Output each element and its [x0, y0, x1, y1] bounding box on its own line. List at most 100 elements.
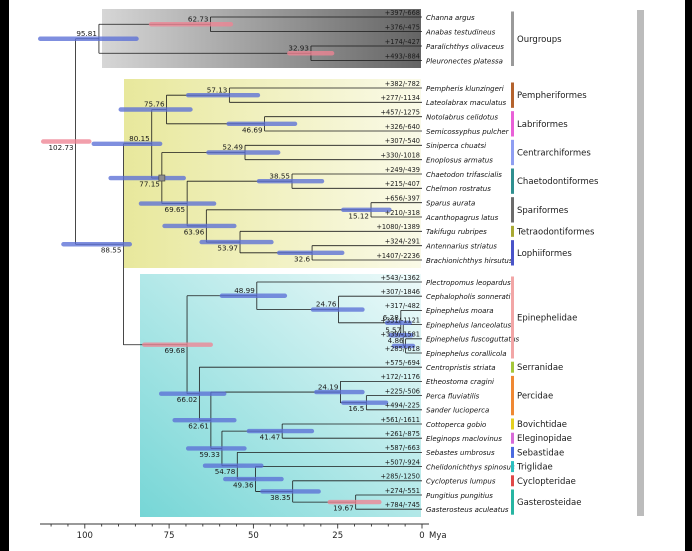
hpd-bar-blue: [206, 150, 281, 155]
right-sidebar-bar: [637, 10, 644, 516]
node-age-label: 38.55: [269, 171, 290, 180]
hpd-bar-red: [327, 499, 382, 505]
gainloss-label: +174/-427: [385, 38, 420, 46]
gainloss-label: +784/-745: [385, 501, 420, 509]
hpd-bar-blue: [118, 107, 193, 112]
species-label: Cyclopterus lumpus: [426, 478, 496, 486]
species-label: Sparus aurata: [426, 199, 475, 207]
species-label: Cottoperca gobio: [426, 421, 486, 429]
gainloss-label: +587/-663: [385, 444, 420, 452]
gainloss-label: +307/-1846: [381, 288, 421, 296]
node-age-label: 102.73: [48, 143, 73, 152]
species-label: Enoplosus armatus: [426, 156, 493, 164]
calibration-marker: [158, 174, 166, 182]
gainloss-label: +274/-551: [385, 487, 420, 495]
species-label: Epinephelus corallicola: [426, 350, 507, 358]
gainloss-label: +261/-875: [385, 430, 420, 438]
hpd-bar-blue: [277, 250, 345, 256]
hpd-bar-blue: [341, 400, 389, 405]
hpd-bar-blue: [223, 476, 284, 482]
group-bar: [511, 375, 514, 416]
species-label: Pungitius pungitius: [426, 492, 493, 500]
axis-tick-label: 75: [164, 531, 175, 541]
species-label: Antennarius striatus: [425, 242, 497, 250]
group-label: Lophiiformes: [517, 249, 572, 259]
group-label: Cyclopteridae: [517, 477, 576, 487]
right-edge-strip: [685, 0, 692, 551]
group-bar: [511, 418, 514, 430]
hpd-bar-blue: [314, 389, 365, 395]
species-label: Eleginops maclovinus: [426, 435, 502, 443]
species-label: Lateolabrax maculatus: [426, 99, 507, 107]
species-label: Epinephelus lanceolatus: [426, 321, 512, 329]
species-label: Acanthopagrus latus: [425, 214, 499, 222]
node-age-label: 75.76: [144, 100, 165, 109]
species-label: Etheostoma cragini: [426, 378, 494, 386]
node-age-label: 48.99: [234, 286, 255, 295]
node-age-label: 63.96: [184, 227, 205, 236]
hpd-bar-blue: [391, 343, 416, 349]
gainloss-label: +317/-482: [385, 302, 420, 310]
gainloss-label: +339/-1581: [381, 331, 421, 339]
species-label: Pleuronectes platessa: [426, 57, 503, 65]
hpd-bar-blue: [341, 207, 392, 213]
axis-unit-label: Mya: [429, 531, 447, 541]
hpd-bar-blue: [246, 428, 315, 434]
node-age-label: 49.36: [233, 481, 254, 490]
hpd-bar-red: [142, 342, 213, 347]
node-age-label: 62.73: [188, 14, 209, 23]
axis-tick-label: 25: [332, 531, 343, 541]
species-label: Siniperca chuatsi: [426, 142, 486, 150]
node-age-label: 32.93: [288, 43, 309, 52]
gainloss-label: +331/-1121: [381, 316, 421, 324]
species-label: Sander lucioperca: [426, 407, 489, 415]
hpd-bar-blue: [199, 239, 274, 245]
species-label: Gasterosteus aculeatus: [426, 506, 509, 514]
node-age-label: 5.57: [385, 325, 401, 334]
node-age-label: 41.47: [260, 433, 281, 442]
species-label: Chelidonichthys spinosus: [426, 463, 515, 471]
node-age-label: 6.28: [383, 313, 399, 322]
group-bar: [511, 489, 514, 515]
gainloss-label: +249/-439: [385, 166, 420, 174]
hpd-bar-blue: [185, 446, 247, 451]
group-bar: [511, 475, 514, 487]
gainloss-label: +543/-1362: [381, 274, 421, 282]
species-label: Semicossyphus pulcher: [426, 128, 510, 136]
hpd-bar-blue: [185, 92, 261, 98]
gainloss-label: +1407/-2236: [376, 252, 420, 260]
group-bar: [511, 111, 514, 137]
group-bar: [511, 11, 514, 66]
outgroup-block: [102, 9, 421, 68]
gainloss-label: +494/-225: [385, 402, 420, 410]
group-bar: [511, 168, 514, 194]
node-age-label: 4.86: [388, 336, 404, 345]
species-label: Anabas testudineus: [425, 28, 496, 36]
node-age-label: 69.65: [165, 205, 186, 214]
gainloss-label: +457/-1275: [381, 108, 421, 116]
species-label: Centropristis striata: [426, 364, 496, 372]
group-bar: [511, 361, 514, 373]
gainloss-label: +1080/-1389: [376, 223, 420, 231]
group-label: Labriformes: [517, 120, 568, 130]
species-label: Perca fluviatilis: [426, 392, 480, 400]
node-age-label: 19.67: [333, 504, 354, 513]
gainloss-label: +575/-694: [385, 359, 420, 367]
gainloss-label: +285/-618: [385, 345, 420, 353]
group-bar: [511, 446, 514, 458]
axis-tick-label: 0: [419, 531, 424, 541]
gainloss-label: +561/-1611: [381, 416, 421, 424]
hpd-bar-blue: [388, 333, 414, 338]
gainloss-label: +307/-540: [385, 137, 420, 145]
hpd-bar-blue: [91, 141, 163, 146]
node-age-label: 57.13: [207, 85, 228, 94]
gainloss-label: +376/-475: [385, 23, 420, 31]
hpd-bar-blue: [384, 320, 412, 326]
gainloss-label: +507/-924: [385, 458, 420, 466]
hpd-bar-blue: [158, 391, 227, 396]
gainloss-label: +326/-640: [385, 123, 420, 131]
species-label: Brachionichthys hirsutus: [426, 257, 513, 265]
node-age-label: 53.97: [217, 244, 238, 253]
axis-tick-label: 50: [248, 531, 259, 541]
